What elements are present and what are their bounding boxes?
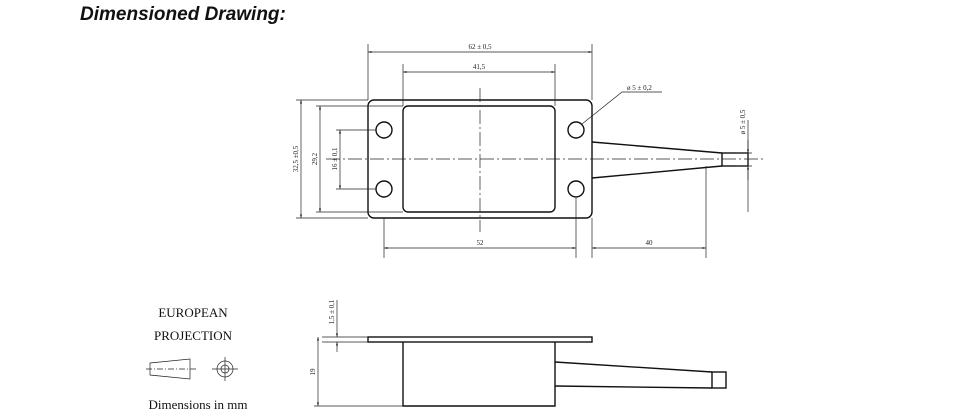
projection-label-line2: PROJECTION	[154, 328, 233, 343]
dim-cable-diameter: ø 5 ± 0,5	[739, 109, 747, 134]
side-view-body	[402, 342, 556, 407]
dim-overall-width: 62 ± 0,5	[468, 43, 492, 51]
top-view-cable-end	[721, 152, 749, 167]
dim-overall-height: 32,5 ±0,5	[292, 145, 300, 172]
mounting-hole-bottom-right	[567, 180, 585, 198]
dim-window-width: 41,5	[473, 63, 486, 71]
side-view-cable-end	[711, 371, 727, 389]
projection-legend: EUROPEAN PROJECTION Dimensions in mm	[146, 305, 247, 412]
mounting-hole-top-right	[567, 121, 585, 139]
dim-cable-length: 40	[646, 239, 654, 247]
projection-label-line1: EUROPEAN	[158, 305, 228, 320]
top-view-cable-taper	[591, 141, 723, 179]
dim-body-height: 19	[309, 368, 317, 376]
european-projection-symbol-icon	[146, 357, 238, 381]
dim-hole-spacing: 16 ± 0,1	[331, 147, 339, 171]
top-view: 62 ± 0,5 41,5 ø 5 ± 0,2 52 40 32,5 ±0,5 …	[292, 43, 764, 258]
dim-flange-thickness: 1,5 ± 0,1	[328, 299, 336, 324]
side-view-flange	[367, 336, 593, 343]
drawing-title: Dimensioned Drawing:	[80, 4, 286, 25]
side-view: 1,5 ± 0,1 19	[309, 299, 727, 407]
dim-hole-pitch: 52	[477, 239, 485, 247]
dim-hole-diameter: ø 5 ± 0,2	[627, 84, 652, 92]
units-note: Dimensions in mm	[149, 397, 248, 412]
mounting-hole-bottom-left	[375, 180, 393, 198]
mounting-hole-top-left	[375, 121, 393, 139]
side-view-cable-taper	[554, 361, 713, 389]
dim-window-height: 29,2	[311, 152, 319, 165]
